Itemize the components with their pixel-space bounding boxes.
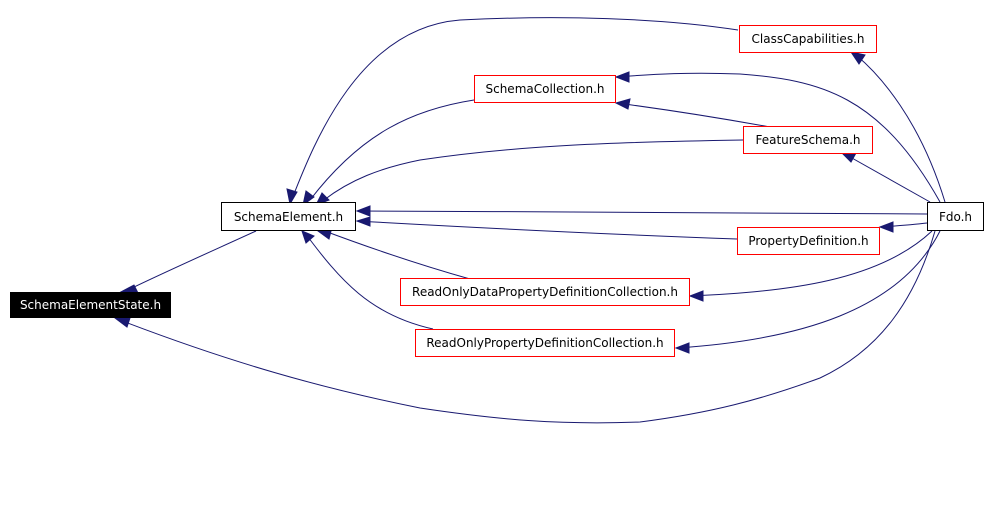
arrowhead-schemaelement-top-1 (286, 188, 298, 206)
arrowhead-classcapabilities (849, 51, 866, 65)
arrowhead-schemaelementstate-bottom (113, 317, 131, 328)
edge-fdo-to-schemaelement (356, 210, 928, 215)
node-label: SchemaElementState.h (19, 298, 162, 312)
edge-featureschema-to-schemacollection (616, 102, 771, 128)
arrowhead-schemaelement-bottom-2 (301, 230, 315, 244)
node-property-definition[interactable]: PropertyDefinition.h (737, 227, 880, 255)
edge-fdo-to-featureschema (842, 152, 931, 203)
arrowhead-ropropdefcoll (674, 342, 690, 354)
node-schema-element[interactable]: SchemaElement.h (221, 202, 356, 231)
node-label: SchemaCollection.h (485, 82, 605, 96)
node-readonly-property-definition-collection[interactable]: ReadOnlyPropertyDefinitionCollection.h (415, 329, 675, 357)
node-label: SchemaElement.h (233, 209, 344, 224)
node-feature-schema[interactable]: FeatureSchema.h (743, 126, 873, 154)
arrowhead-propertydefinition (878, 221, 894, 233)
arrowhead-schemacollection-1 (614, 71, 630, 83)
arrowhead-rodatapropdefcoll (688, 290, 704, 302)
arrowhead-featureschema (840, 152, 857, 163)
node-label: ReadOnlyPropertyDefinitionCollection.h (426, 336, 664, 350)
edge-schemacollection-to-schemaelement (309, 99, 475, 201)
edge-fdo-to-schemaelementstate (124, 230, 936, 424)
node-class-capabilities[interactable]: ClassCapabilities.h (739, 25, 877, 53)
edge-schemaelement-to-schemaelementstate (129, 230, 257, 290)
edge-rodatapropdefcoll-to-schemaelement (321, 229, 471, 280)
arrowhead-schemaelement-bottom-1 (316, 230, 332, 240)
arrowhead-schemaelement-right-1 (355, 205, 371, 217)
edge-classcapabilities-to-schemaelement (291, 17, 739, 200)
arrowhead-schemacollection-2 (614, 98, 631, 110)
arrowhead-schemaelement-top-2 (302, 190, 315, 207)
node-label: PropertyDefinition.h (748, 234, 869, 248)
node-fdo[interactable]: Fdo.h (927, 202, 984, 231)
node-label: Fdo.h (938, 209, 973, 224)
arrowhead-schemaelement-right-2 (355, 216, 371, 227)
node-schema-element-state[interactable]: SchemaElementState.h (10, 292, 171, 318)
edge-fdo-to-ropropdefcoll (675, 230, 941, 349)
edge-propertydefinition-to-schemaelement (356, 220, 738, 240)
node-readonly-data-property-definition-collection[interactable]: ReadOnlyDataPropertyDefinitionCollection… (400, 278, 690, 306)
edge-ropropdefcoll-to-schemaelement (304, 232, 434, 330)
edge-fdo-to-classcapabilities (855, 54, 946, 203)
edge-fdo-to-rodatapropdefcoll (689, 230, 933, 297)
node-schema-collection[interactable]: SchemaCollection.h (474, 75, 616, 103)
node-label: ClassCapabilities.h (751, 32, 865, 46)
node-label: ReadOnlyDataPropertyDefinitionCollection… (412, 285, 678, 299)
node-label: FeatureSchema.h (755, 133, 861, 147)
edge-featureschema-to-schemaelement (323, 139, 744, 201)
edge-fdo-to-schemacollection (616, 72, 941, 203)
